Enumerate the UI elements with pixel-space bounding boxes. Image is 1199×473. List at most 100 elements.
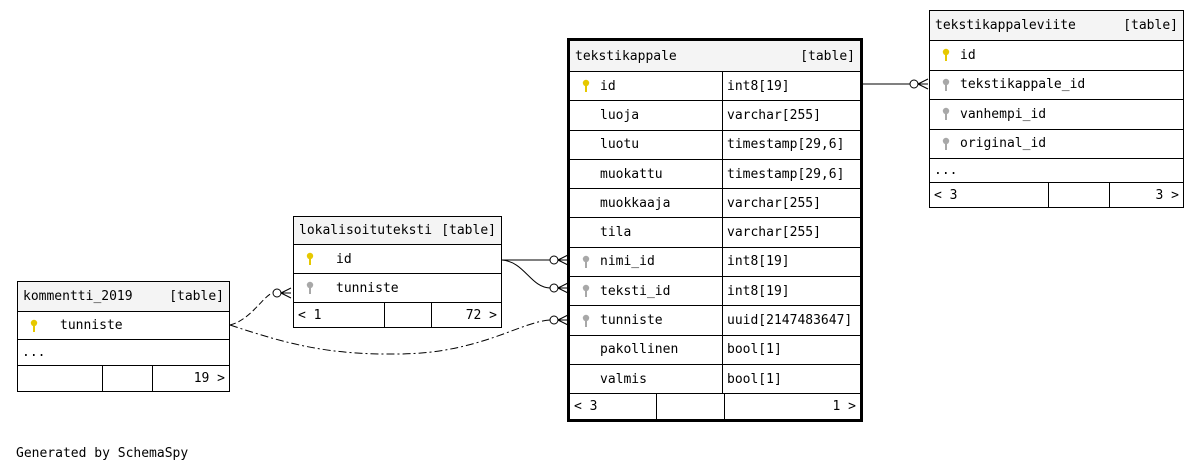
foreign-key-icon (936, 78, 956, 92)
primary-key-icon (576, 79, 596, 93)
column-type: varchar[255] (722, 218, 860, 247)
footer-parents (18, 366, 102, 391)
column-name-cell: luoja (570, 101, 722, 129)
edge-end-circle (272, 288, 282, 298)
column-type: timestamp[29,6] (722, 130, 860, 159)
footer-parents: < 3 (574, 399, 598, 415)
foreign-key-icon (576, 314, 596, 328)
edge-crowfoot (557, 254, 569, 266)
column-row[interactable]: id (930, 41, 1183, 71)
foreign-key-icon (576, 284, 596, 298)
column-type: bool[1] (722, 335, 860, 364)
footer-parents: < 1 (298, 307, 322, 323)
column-name: tunniste (336, 280, 399, 296)
column-name: pakollinen (600, 342, 679, 358)
column-name: luoja (600, 107, 640, 123)
column-row[interactable]: pakollinen bool[1] (570, 335, 860, 365)
column-name-cell: tunniste (570, 306, 722, 334)
table-header: tekstikappaleviite [table] (930, 11, 1183, 41)
column-name: id (600, 78, 616, 94)
column-type: varchar[255] (722, 189, 860, 218)
column-name: teksti_id (600, 283, 671, 299)
table-tag: [table] (1123, 18, 1178, 33)
edge-end-circle (549, 255, 559, 265)
edge-teksti-to-lokalisoituteksti (501, 259, 551, 289)
edge-crowfoot (917, 78, 929, 90)
primary-key-icon (300, 252, 320, 266)
column-type: bool[1] (722, 364, 860, 394)
column-name-cell: muokattu (570, 160, 722, 188)
table-tag: [table] (441, 223, 496, 238)
edge-crowfoot (280, 287, 292, 299)
column-name-cell: valmis (570, 365, 722, 393)
edge-end-circle (909, 79, 919, 89)
footer-children: 72 > (431, 303, 501, 327)
generated-by-note: Generated by SchemaSpy (16, 446, 189, 461)
column-row[interactable]: muokattu timestamp[29,6] (570, 159, 860, 190)
column-name-cell: nimi_id (570, 248, 722, 276)
footer-blank (1048, 183, 1109, 207)
column-type: uuid[2147483647] (722, 306, 860, 335)
edge-kommentti-to-tekstikappale (229, 319, 551, 355)
foreign-key-icon (300, 281, 320, 295)
footer-children: 19 > (152, 366, 229, 391)
edge-kommentti-to-lokalisoituteksti (229, 292, 273, 326)
column-row[interactable]: vanhempi_id (930, 100, 1183, 130)
column-type: timestamp[29,6] (722, 159, 860, 189)
column-name-cell: teksti_id (570, 277, 722, 305)
table-header: kommentti_2019 [table] (18, 282, 229, 312)
footer-blank (656, 394, 724, 420)
foreign-key-icon (936, 107, 956, 121)
column-row[interactable]: tekstikappale_id (930, 71, 1183, 100)
column-name: original_id (960, 136, 1047, 152)
column-row[interactable]: teksti_id int8[19] (570, 277, 860, 307)
column-name: tekstikappale_id (960, 77, 1086, 93)
edge-end-circle (549, 315, 559, 325)
table-name: tekstikappale (575, 48, 677, 64)
footer-blank (384, 303, 431, 327)
table-footer: < 3 1 > (570, 394, 860, 420)
table-kommentti-2019[interactable]: kommentti_2019 [table] tunniste ... 19 > (17, 281, 230, 392)
table-name: tekstikappaleviite (935, 18, 1076, 33)
column-type: int8[19] (722, 247, 860, 277)
column-row[interactable]: tila varchar[255] (570, 218, 860, 248)
table-footer: 19 > (18, 366, 229, 391)
column-row[interactable]: tunniste (18, 312, 229, 340)
column-name-cell: pakollinen (570, 336, 722, 364)
column-row[interactable]: tunniste (294, 274, 501, 303)
table-footer: < 3 3 > (930, 183, 1183, 207)
column-name-cell: original_id (930, 130, 1183, 159)
column-type: int8[19] (722, 72, 860, 101)
column-type: int8[19] (722, 277, 860, 306)
table-header: tekstikappale [table] (570, 41, 860, 72)
table-name: kommentti_2019 (23, 289, 133, 304)
primary-key-icon (936, 48, 956, 62)
column-name: tila (600, 225, 632, 241)
column-row[interactable]: id int8[19] (570, 72, 860, 102)
column-name-cell: id (930, 41, 1183, 70)
table-tekstikappale[interactable]: tekstikappale [table] id int8[19] luoja var… (567, 38, 863, 423)
column-row[interactable]: valmis bool[1] (570, 364, 860, 395)
column-type: varchar[255] (722, 101, 860, 130)
column-name-cell: tekstikappale_id (930, 71, 1183, 100)
foreign-key-icon (576, 255, 596, 269)
column-name: muokattu (600, 166, 663, 182)
table-tag: [table] (800, 48, 855, 64)
footer-children: 3 > (1109, 183, 1183, 207)
column-row[interactable]: original_id (930, 130, 1183, 159)
column-name: valmis (600, 371, 647, 387)
column-name-cell: tila (570, 218, 722, 246)
column-name-cell: muokkaaja (570, 189, 722, 217)
column-row[interactable]: id (294, 245, 501, 274)
column-name-cell: luotu (570, 131, 722, 159)
column-row[interactable]: luoja varchar[255] (570, 101, 860, 131)
table-tag: [table] (169, 289, 224, 304)
column-name-cell: id (570, 72, 722, 100)
column-name: vanhempi_id (960, 106, 1047, 122)
